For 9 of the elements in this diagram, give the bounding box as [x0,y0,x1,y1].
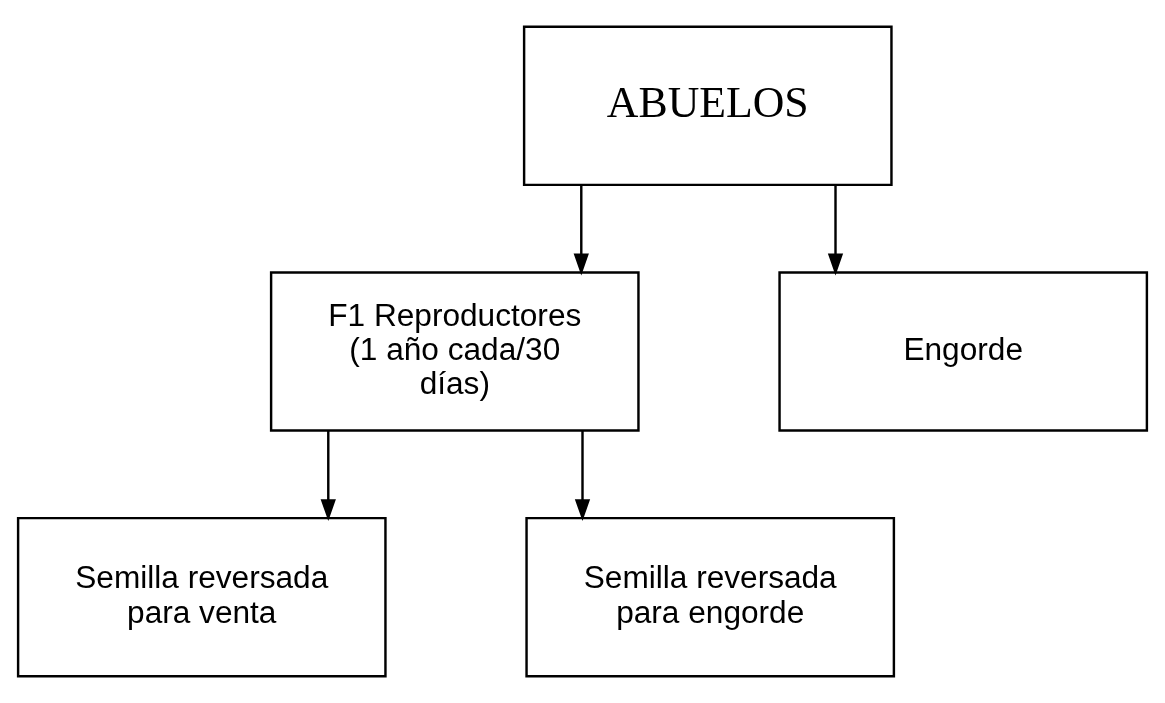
node-box: F1 Reproductores (1 año cada/30 días) [269,271,640,432]
arrow [827,184,844,276]
node-box: Semilla reversada para engorde [525,516,896,678]
arrow [320,430,336,522]
node-box: ABUELOS [522,25,893,187]
node-box: Engorde [778,271,1149,432]
arrow [573,184,589,276]
arrow [574,430,591,522]
node-box: Semilla reversada para venta [16,516,387,678]
